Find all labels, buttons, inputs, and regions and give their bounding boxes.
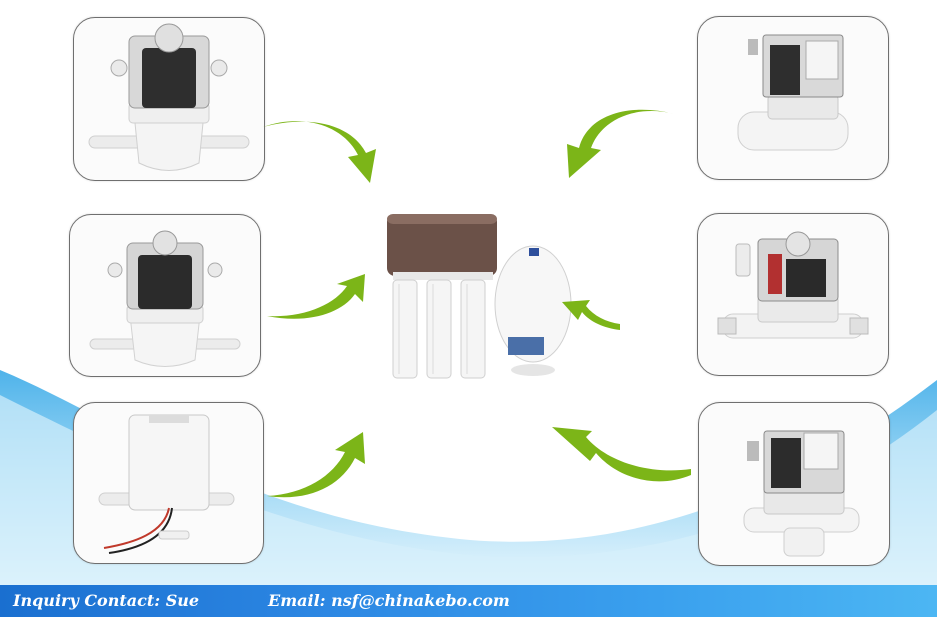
plastic-solenoid-valve-icon [88, 23, 250, 171]
arrow-icon [567, 109, 675, 178]
product-card-bottom-right[interactable] [698, 402, 890, 566]
arrow-icon [263, 121, 376, 183]
quick-connect-solenoid-valve-icon [717, 231, 869, 339]
plastic-solenoid-valve-icon [89, 230, 241, 367]
product-card-bottom-left[interactable] [73, 402, 264, 564]
ro-water-purifier-icon [387, 214, 572, 379]
product-card-top-right[interactable] [697, 16, 889, 180]
metal-frame-solenoid-valve-icon [737, 34, 849, 151]
elbow-solenoid-valve-icon [743, 430, 860, 557]
inquiry-contact: Inquiry Contact: Sue [13, 591, 200, 610]
white-housing-valve-with-wires-icon [98, 414, 235, 554]
email-address[interactable]: Email: nsf@chinakebo.com [268, 591, 510, 610]
footer-bar: Inquiry Contact: Sue Email: nsf@chinakeb… [0, 585, 937, 617]
arrow-icon [562, 300, 620, 330]
product-card-top-left[interactable] [73, 17, 265, 181]
arrow-icon [267, 432, 365, 498]
product-card-mid-left[interactable] [69, 214, 261, 377]
arrow-icon [552, 427, 691, 482]
product-card-mid-right[interactable] [697, 213, 889, 376]
arrow-icon [267, 274, 365, 319]
